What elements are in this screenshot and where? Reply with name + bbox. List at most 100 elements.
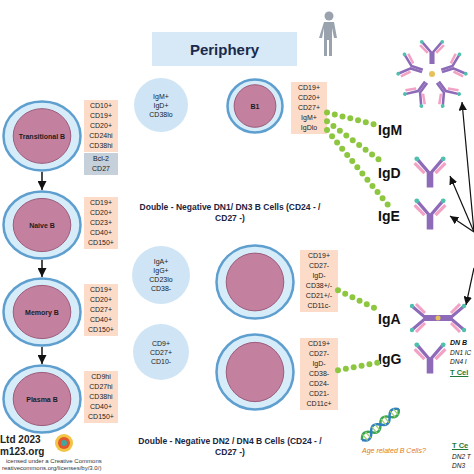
circle-fill — [133, 324, 189, 380]
marker-text: Bcl-2 — [84, 154, 118, 164]
isotype-circle: IgA+IgG+CD23loCD38- — [132, 246, 190, 304]
isotype-circle: IgM+IgD+CD38lo — [134, 78, 188, 132]
antibody-unit — [402, 75, 436, 109]
marker-text: CD9+ — [152, 339, 170, 348]
antibody-name: IgM — [378, 122, 402, 138]
antibody-unit — [438, 52, 468, 82]
marker-text: CD40+ — [84, 402, 118, 412]
marker-text: CD19+ — [84, 111, 118, 121]
marker-text: CD23+ — [84, 218, 118, 228]
cell-nucleus — [13, 198, 71, 251]
marker-text: CD19+ — [300, 339, 338, 349]
marker-text: CD20+ — [291, 93, 327, 103]
marker-text: CD27+ — [291, 103, 327, 113]
antibody-label: IgA — [378, 309, 416, 329]
dna-helix — [359, 406, 401, 443]
cell-shape — [215, 244, 295, 320]
marker-text: CD38hi — [84, 392, 118, 402]
b-cell: Transitional B — [2, 100, 82, 172]
cell-holder — [215, 333, 295, 411]
antibody-name: IgD — [378, 165, 401, 181]
marker-text: CD9hi — [84, 372, 118, 382]
antibody-label: IgG — [378, 349, 416, 369]
marker-box: CD19+CD20+CD27+CD40+CD150+ — [84, 284, 118, 336]
cropped-note: DN3 — [452, 462, 465, 469]
cell-label: Transitional B — [19, 133, 65, 140]
cropped-heading: T Cel — [450, 369, 468, 377]
marker-text: CD24- — [300, 379, 338, 389]
marker-text: CD38lo — [149, 110, 172, 119]
marker-text: CD150+ — [84, 325, 118, 335]
cell-label: Plasma B — [26, 396, 58, 403]
bead-chain — [327, 130, 389, 206]
marker-text: CD150+ — [84, 238, 118, 248]
antibody-unit — [410, 304, 438, 332]
dn-b-cell: Double - Negative DN1/ DN3 B Cells (CD24… — [135, 202, 325, 320]
marker-text: IgD- — [300, 359, 338, 369]
cropped-note: DN1 IC — [450, 349, 471, 356]
leader-arrow — [450, 216, 474, 232]
leader-arrow — [466, 268, 474, 305]
b-cell: Memory B — [2, 277, 82, 347]
logo-ring — [55, 434, 73, 452]
marker-text: CD20+ — [84, 295, 118, 305]
bead-chain — [338, 290, 378, 309]
circle-text-area: IgA+IgG+CD23loCD38- — [132, 246, 190, 304]
b-cell: Plasma B — [2, 364, 82, 434]
circle-fill — [132, 246, 190, 304]
cell-text-area: Memory B — [2, 277, 82, 347]
cell-nucleus — [13, 372, 71, 425]
watermark: Ltd 2023 — [0, 434, 41, 445]
antibody-name: IgG — [378, 351, 401, 367]
marker-text: CD27+ — [150, 348, 172, 357]
marker-text: CD27- — [300, 261, 338, 271]
marker-text: CD150+ — [84, 412, 118, 422]
source-arrows — [450, 102, 474, 305]
flow-arrow — [41, 172, 43, 190]
marker-box: Bcl-2CD27 — [84, 153, 118, 175]
bead-chain — [327, 113, 378, 126]
cell-text-area: Transitional B — [2, 100, 82, 172]
cell-label: Naive B — [29, 222, 55, 229]
figure-body — [319, 22, 337, 56]
group-heading: Double - Negative DN2 / DN4 B Cells (CD2… — [135, 436, 325, 458]
marker-text: IgDlo — [291, 123, 327, 133]
human-figure — [319, 12, 337, 57]
cropped-note: DN B — [450, 339, 467, 347]
bead-chain — [327, 121, 383, 163]
marker-text: CD10- — [151, 357, 171, 366]
cell-nucleus — [13, 285, 71, 338]
marker-text: IgD- — [300, 271, 338, 281]
marker-text: CD21+/- — [300, 291, 338, 301]
marker-text: CD24hi — [84, 131, 118, 141]
marker-text: CD27- — [300, 349, 338, 359]
marker-text: IgA+ — [154, 257, 169, 266]
cell-shape — [215, 333, 295, 411]
marker-text: IgG+ — [153, 266, 168, 275]
marker-text: CD40+ — [84, 315, 118, 325]
group-heading: Double - Negative DN1/ DN3 B Cells (CD24… — [135, 202, 325, 224]
antibody-unit — [428, 75, 462, 109]
marker-text: CD27 — [84, 164, 118, 174]
cell-membrane — [228, 80, 283, 133]
cell-membrane — [217, 246, 294, 319]
marker-box: CD19+CD20+CD23+CD40+CD150+ — [84, 197, 118, 249]
igd-antibody — [414, 156, 445, 187]
heading-area: Double - Negative DN1/ DN3 B Cells (CD24… — [135, 202, 325, 224]
antibody-unit — [438, 304, 466, 332]
cell-nucleus — [234, 85, 276, 128]
circle-text-area: CD9+CD27+CD10- — [133, 324, 189, 380]
marker-text: CD11c- — [300, 301, 338, 311]
antibody-label: IgD — [378, 163, 416, 183]
region-banner: Periphery — [152, 32, 297, 66]
marker-text: CD38+/- — [300, 281, 338, 291]
logo-ring — [58, 437, 70, 449]
cell-nucleus — [226, 253, 284, 311]
cell-nucleus — [13, 109, 71, 164]
cell-label: Memory B — [25, 309, 59, 316]
marker-text: CD38- — [151, 284, 171, 293]
marker-box: CD10+CD19+CD20+CD24hiCD38hi — [84, 100, 118, 152]
cell-membrane — [4, 102, 81, 171]
